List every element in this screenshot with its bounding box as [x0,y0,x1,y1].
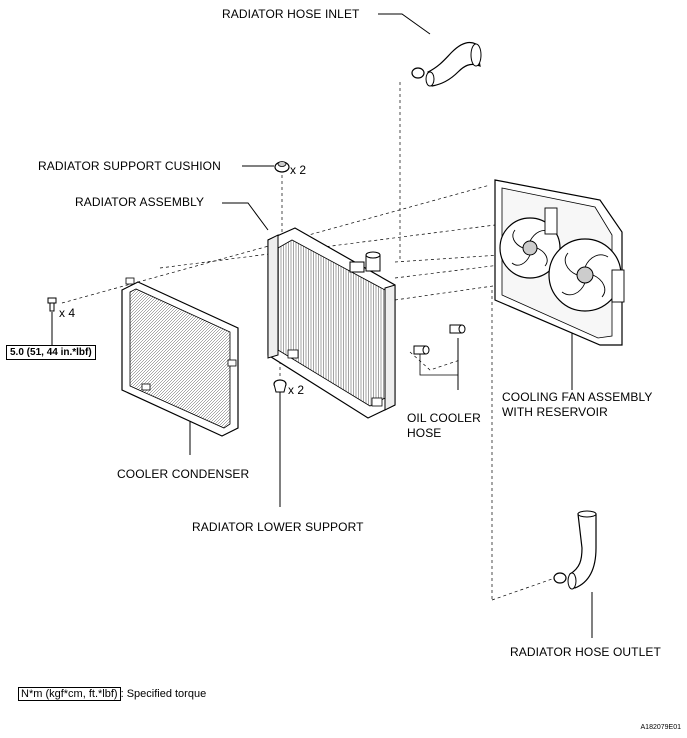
label-radiator-support-cushion: RADIATOR SUPPORT CUSHION [38,159,221,173]
qty-cushion: x 2 [290,163,307,177]
lower-support-part [273,379,287,393]
hose-inlet-clamp-icon [411,67,425,79]
label-oil-cooler-line1: OIL COOLER [407,411,481,425]
support-cushion-part [274,161,290,173]
radiator-assembly-part [267,227,396,419]
qty-bolt: x 4 [59,306,76,320]
label-radiator-hose-outlet: RADIATOR HOSE OUTLET [510,645,661,659]
label-radiator-lower-support: RADIATOR LOWER SUPPORT [192,520,364,534]
radiator-hose-outlet-part [553,510,597,590]
torque-spec-box: 5.0 (51, 44 in.*lbf) [6,345,96,360]
label-radiator-assembly: RADIATOR ASSEMBLY [75,195,205,209]
leader-radiator-assembly [222,202,269,231]
hose-outlet-clamp-icon [553,572,567,584]
label-cooler-condenser: COOLER CONDENSER [117,467,250,481]
oil-cooler-hose-part [413,324,466,376]
cooling-fan-assembly-part [494,179,625,346]
label-cooling-fan-line1: COOLING FAN ASSEMBLY [502,390,653,404]
bolt-part [47,297,57,312]
label-cooling-fan-line2: WITH RESERVOIR [502,405,608,419]
label-radiator-hose-inlet: RADIATOR HOSE INLET [222,7,360,21]
legend-units-box: N*m (kgf*cm, ft.*lbf) [18,687,121,701]
legend-suffix: : Specified torque [120,688,207,700]
figure-code: A182079E01 [640,724,681,731]
torque-legend: N*m (kgf*cm, ft.*lbf): Specified torque [18,687,207,701]
radiator-hose-inlet-part [411,41,482,87]
qty-lower-support: x 2 [288,383,305,397]
cooler-condenser-part [121,277,239,437]
label-oil-cooler-line2: HOSE [407,426,442,440]
leader-hose-inlet [378,13,431,35]
